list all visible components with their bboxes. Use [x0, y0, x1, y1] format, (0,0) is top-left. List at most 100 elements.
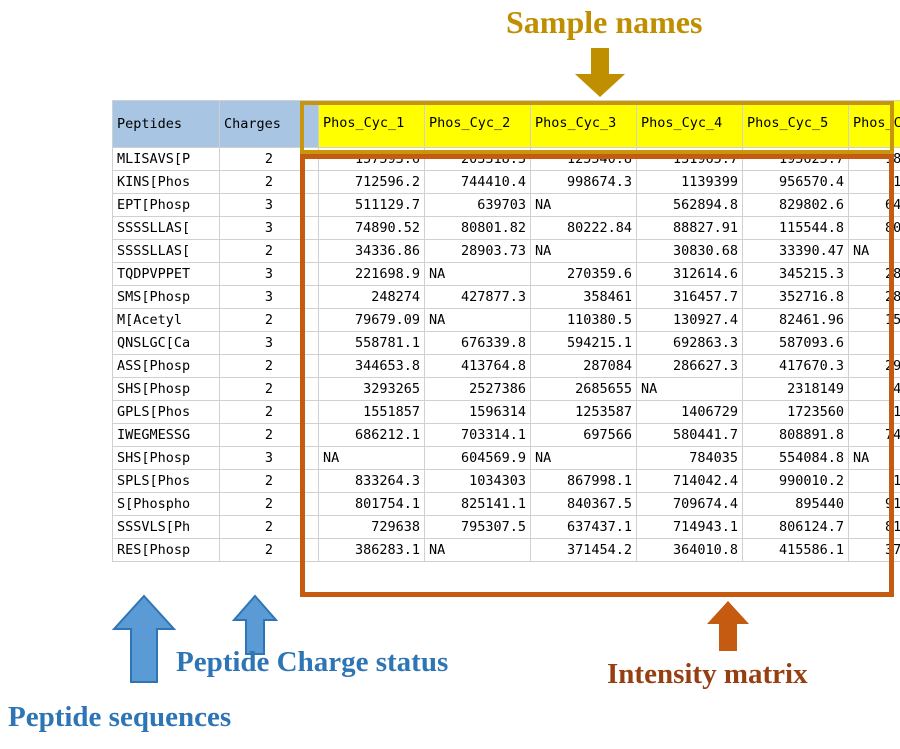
cell-intensity[interactable]: 270359.6 [530, 262, 637, 286]
cell-intensity[interactable]: 28903.73 [424, 239, 531, 263]
cell-charge[interactable]: 2 [219, 538, 319, 562]
cell-charge[interactable]: 2 [219, 239, 319, 263]
cell-intensity[interactable]: 130927.4 [636, 308, 743, 332]
cell-intensity[interactable]: 34336.86 [318, 239, 425, 263]
cell-charge[interactable]: 3 [219, 446, 319, 470]
cell-intensity[interactable]: 1406729 [636, 400, 743, 424]
cell-intensity[interactable]: 1139399 [636, 170, 743, 194]
column-header-charges[interactable]: Charges [219, 100, 319, 148]
cell-intensity[interactable]: NA [848, 239, 900, 263]
cell-intensity[interactable]: 284286.5 [848, 262, 900, 286]
cell-intensity[interactable]: NA [424, 262, 531, 286]
cell-intensity[interactable]: 221698.9 [318, 262, 425, 286]
cell-peptide[interactable]: M[Acetyl [112, 308, 220, 332]
cell-charge[interactable]: 2 [219, 400, 319, 424]
cell-charge[interactable]: 2 [219, 423, 319, 447]
cell-intensity[interactable]: 285275.5 [848, 285, 900, 309]
cell-intensity[interactable]: NA [530, 446, 637, 470]
cell-intensity[interactable]: 714943.1 [636, 515, 743, 539]
cell-intensity[interactable]: 956570.4 [742, 170, 849, 194]
cell-intensity[interactable]: 1723560 [742, 400, 849, 424]
cell-peptide[interactable]: SHS[Phosp [112, 377, 220, 401]
cell-intensity[interactable]: 913974.4 [848, 492, 900, 516]
cell-intensity[interactable]: 818071.6 [848, 515, 900, 539]
column-header-sample-4[interactable]: Phos_Cyc_4 [636, 100, 743, 148]
cell-intensity[interactable]: 709674.4 [636, 492, 743, 516]
cell-intensity[interactable]: 1034303 [424, 469, 531, 493]
cell-intensity[interactable]: 358461 [530, 285, 637, 309]
spreadsheet-table[interactable]: Peptides Charges Phos_Cyc_1 Phos_Cyc_2 P… [112, 100, 900, 562]
cell-intensity[interactable]: 1039246 [848, 469, 900, 493]
column-header-sample-6[interactable]: Phos_Cyc_6 [848, 100, 900, 148]
cell-intensity[interactable]: 645625.4 [848, 193, 900, 217]
cell-intensity[interactable]: NA [530, 239, 637, 263]
cell-intensity[interactable]: NA [424, 538, 531, 562]
cell-intensity[interactable]: 125540.8 [530, 147, 637, 171]
column-header-peptides[interactable]: Peptides [112, 100, 220, 148]
cell-intensity[interactable]: 990010.2 [742, 469, 849, 493]
cell-peptide[interactable]: SHS[Phosp [112, 446, 220, 470]
cell-charge[interactable]: 2 [219, 377, 319, 401]
cell-intensity[interactable]: 1502006 [848, 400, 900, 424]
cell-peptide[interactable]: SSSVLS[Ph [112, 515, 220, 539]
cell-intensity[interactable]: NA [530, 193, 637, 217]
column-header-sample-2[interactable]: Phos_Cyc_2 [424, 100, 531, 148]
cell-intensity[interactable]: 33390.47 [742, 239, 849, 263]
cell-intensity[interactable]: 345215.3 [742, 262, 849, 286]
cell-intensity[interactable]: 82461.96 [742, 308, 849, 332]
cell-peptide[interactable]: QNSLGC[Ca [112, 331, 220, 355]
cell-intensity[interactable]: NA [848, 446, 900, 470]
cell-intensity[interactable]: 729638 [318, 515, 425, 539]
cell-intensity[interactable]: 637437.1 [530, 515, 637, 539]
cell-intensity[interactable]: NA [424, 308, 531, 332]
cell-charge[interactable]: 2 [219, 308, 319, 332]
cell-intensity[interactable]: 80222.84 [530, 216, 637, 240]
cell-intensity[interactable]: 115544.8 [742, 216, 849, 240]
cell-intensity[interactable]: 88827.91 [636, 216, 743, 240]
cell-peptide[interactable]: SSSSLLAS[ [112, 216, 220, 240]
cell-intensity[interactable]: 80801.82 [424, 216, 531, 240]
cell-peptide[interactable]: ASS[Phosp [112, 354, 220, 378]
cell-charge[interactable]: 2 [219, 469, 319, 493]
cell-charge[interactable]: 3 [219, 262, 319, 286]
cell-intensity[interactable]: 74890.52 [318, 216, 425, 240]
cell-intensity[interactable]: 808891.8 [742, 423, 849, 447]
cell-peptide[interactable]: S[Phospho [112, 492, 220, 516]
cell-intensity[interactable]: 604569.9 [424, 446, 531, 470]
cell-intensity[interactable]: 248274 [318, 285, 425, 309]
cell-intensity[interactable]: 364010.8 [636, 538, 743, 562]
cell-intensity[interactable]: 3293265 [318, 377, 425, 401]
cell-intensity[interactable]: 867998.1 [530, 469, 637, 493]
cell-charge[interactable]: 2 [219, 515, 319, 539]
cell-intensity[interactable]: 562894.8 [636, 193, 743, 217]
cell-intensity[interactable]: 413764.8 [424, 354, 531, 378]
cell-intensity[interactable]: 157593.6 [318, 147, 425, 171]
cell-intensity[interactable]: 784035 [636, 446, 743, 470]
cell-intensity[interactable]: 801754.1 [318, 492, 425, 516]
cell-intensity[interactable]: NA [636, 377, 743, 401]
cell-intensity[interactable]: 806124.7 [742, 515, 849, 539]
cell-intensity[interactable]: NA [318, 446, 425, 470]
cell-intensity[interactable]: 2527386 [424, 377, 531, 401]
cell-intensity[interactable]: 371454.2 [530, 538, 637, 562]
cell-intensity[interactable]: 295301.9 [848, 354, 900, 378]
cell-charge[interactable]: 2 [219, 147, 319, 171]
cell-intensity[interactable]: 833264.3 [318, 469, 425, 493]
cell-intensity[interactable]: 203318.3 [424, 147, 531, 171]
cell-intensity[interactable]: 415586.1 [742, 538, 849, 562]
cell-charge[interactable]: 2 [219, 170, 319, 194]
cell-intensity[interactable]: 110380.5 [530, 308, 637, 332]
cell-intensity[interactable]: 155724.4 [848, 308, 900, 332]
cell-intensity[interactable]: 587093.6 [742, 331, 849, 355]
cell-intensity[interactable]: 840367.5 [530, 492, 637, 516]
cell-intensity[interactable]: 386283.1 [318, 538, 425, 562]
cell-intensity[interactable]: 2318149 [742, 377, 849, 401]
cell-intensity[interactable]: 756873 [848, 331, 900, 355]
cell-charge[interactable]: 3 [219, 216, 319, 240]
cell-intensity[interactable]: 79679.09 [318, 308, 425, 332]
cell-intensity[interactable]: 676339.8 [424, 331, 531, 355]
cell-intensity[interactable]: 344653.8 [318, 354, 425, 378]
cell-intensity[interactable]: 427877.3 [424, 285, 531, 309]
cell-intensity[interactable]: 373595.6 [848, 538, 900, 562]
cell-intensity[interactable]: 4120553 [848, 377, 900, 401]
